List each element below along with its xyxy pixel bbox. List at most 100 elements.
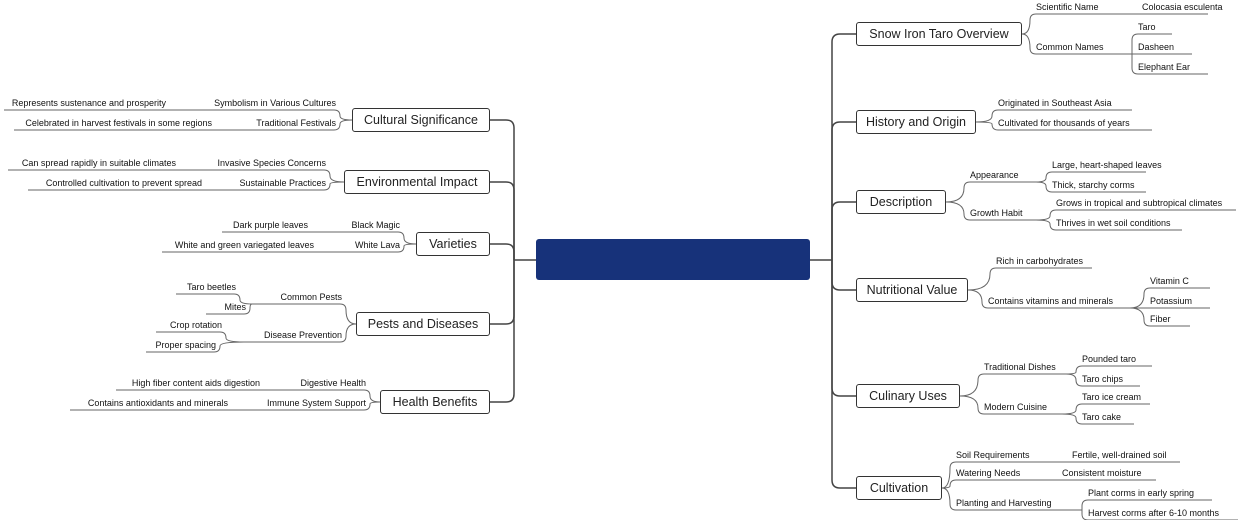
leaf-label[interactable]: Dark purple leaves (232, 220, 308, 230)
subtopic-line (975, 121, 1152, 131)
leaf-label[interactable]: Plant corms in early spring (1088, 488, 1195, 498)
leaf-label[interactable]: Thick, starchy corms (1052, 180, 1135, 190)
subtopic-label[interactable]: Symbolism in Various Cultures (214, 98, 336, 108)
subtopic-label[interactable]: Planting and Harvesting (956, 498, 1052, 508)
subtopic-label[interactable]: Sustainable Practices (239, 178, 326, 188)
subtopic-label[interactable]: Black Magic (351, 220, 400, 230)
subtopic-label[interactable]: Common Names (1036, 42, 1104, 52)
subtopic-label[interactable]: Soil Requirements (956, 450, 1030, 460)
leaf-label[interactable]: Celebrated in harvest festivals in some … (25, 118, 212, 128)
leaf-line (1061, 413, 1134, 425)
leaf-line (146, 341, 245, 353)
leaf-label[interactable]: Contains antioxidants and minerals (87, 398, 228, 408)
topic-left[interactable]: Cultural Significance (352, 108, 490, 132)
central-topic[interactable] (536, 239, 810, 280)
leaf-label[interactable]: Controlled cultivation to prevent spread (45, 178, 202, 188)
leaf-label[interactable]: Crop rotation (169, 320, 222, 330)
subtopic-line (200, 181, 345, 191)
leaf-label[interactable]: Thrives in wet soil conditions (1056, 218, 1171, 228)
topic-right[interactable]: Nutritional Value (856, 278, 968, 302)
leaf-line (1129, 287, 1210, 309)
topic-right[interactable]: Cultivation (856, 476, 942, 500)
leaf-label[interactable]: Proper spacing (155, 340, 216, 350)
subtopic-line (176, 119, 353, 131)
leaf-label[interactable]: White and green variegated leaves (174, 240, 314, 250)
leaf-line (176, 293, 253, 305)
leaf-label[interactable]: Dasheen (1138, 42, 1175, 52)
subtopic-line (959, 373, 1066, 397)
leaf-label[interactable]: Taro (1138, 22, 1156, 32)
leaf-label[interactable]: Fertile, well-drained soil (1072, 450, 1167, 460)
branch-line-left (490, 181, 515, 260)
leaf-line (1035, 171, 1146, 183)
topic-right[interactable]: Description (856, 190, 946, 214)
topic-left[interactable]: Pests and Diseases (356, 312, 490, 336)
subtopic-line (945, 201, 1036, 221)
leaf-label[interactable]: Harvest corms after 6-10 months (1088, 508, 1220, 518)
topic-left[interactable]: Health Benefits (380, 390, 490, 414)
leaf-label[interactable]: Taro beetles (186, 282, 236, 292)
leaf-line (156, 331, 245, 343)
topic-left[interactable]: Varieties (416, 232, 490, 256)
subtopic-label[interactable]: Disease Prevention (263, 330, 342, 340)
leaf-line (1065, 365, 1152, 375)
leaf-label[interactable]: Represents sustenance and prosperity (11, 98, 166, 108)
subtopic-line (316, 231, 417, 245)
subtopic-line (280, 389, 381, 403)
leaf-label[interactable]: Can spread rapidly in suitable climates (21, 158, 176, 168)
subtopic-label[interactable]: Immune System Support (266, 398, 366, 408)
subtopic-label[interactable]: White Lava (354, 240, 400, 250)
subtopic-label[interactable]: Originated in Southeast Asia (998, 98, 1112, 108)
subtopic-label[interactable]: Digestive Health (300, 378, 366, 388)
leaf-line (1035, 181, 1146, 193)
subtopic-label[interactable]: Rich in carbohydrates (996, 256, 1084, 266)
leaf-label[interactable]: Taro cake (1082, 412, 1122, 422)
subtopic-line (975, 109, 1132, 123)
leaf-label[interactable]: High fiber content aids digestion (131, 378, 260, 388)
leaf-label[interactable]: Consistent moisture (1062, 468, 1142, 478)
subtopic-label[interactable]: Common Pests (280, 292, 342, 302)
branch-line-right (831, 260, 856, 489)
branch-line-right (831, 260, 856, 291)
leaf-label[interactable]: Mites (224, 302, 246, 312)
leaf-label[interactable]: Large, heart-shaped leaves (1052, 160, 1162, 170)
subtopic-label[interactable]: Traditional Dishes (984, 362, 1056, 372)
topic-right[interactable]: Snow Iron Taro Overview (856, 22, 1022, 46)
subtopic-label[interactable]: Scientific Name (1036, 2, 1099, 12)
leaf-line (1065, 373, 1140, 387)
leaf-label[interactable]: Elephant Ear (1138, 62, 1191, 72)
subtopic-label[interactable]: Growth Habit (970, 208, 1023, 218)
leaf-label[interactable]: Colocasia esculenta (1142, 2, 1223, 12)
leaf-label[interactable]: Pounded taro (1082, 354, 1137, 364)
branch-line-left (490, 260, 515, 403)
subtopic-label[interactable]: Modern Cuisine (984, 402, 1048, 412)
subtopic-line (244, 323, 357, 343)
topic-left[interactable]: Environmental Impact (344, 170, 490, 194)
subtopic-line (941, 479, 1056, 489)
leaf-label[interactable]: Vitamin C (1150, 276, 1189, 286)
subtopic-line (176, 109, 353, 121)
subtopic-label[interactable]: Appearance (970, 170, 1019, 180)
branch-line-left (490, 260, 515, 325)
subtopic-label[interactable]: Watering Needs (956, 468, 1021, 478)
branch-line-left (490, 243, 515, 260)
subtopic-label[interactable]: Cultivated for thousands of years (998, 118, 1130, 128)
leaf-label[interactable]: Potassium (1150, 296, 1193, 306)
leaf-label[interactable]: Grows in tropical and subtropical climat… (1056, 198, 1223, 208)
leaf-line (1081, 499, 1212, 511)
topic-right[interactable]: History and Origin (856, 110, 976, 134)
subtopic-line (941, 461, 1056, 489)
leaf-label[interactable]: Taro chips (1082, 374, 1124, 384)
leaf-line (1131, 53, 1208, 75)
subtopic-label[interactable]: Invasive Species Concerns (217, 158, 326, 168)
subtopic-label[interactable]: Contains vitamins and minerals (988, 296, 1114, 306)
topic-right[interactable]: Culinary Uses (856, 384, 960, 408)
leaf-label[interactable]: Taro ice cream (1082, 392, 1142, 402)
leaf-label[interactable]: Fiber (1150, 314, 1171, 324)
leaf-line (1035, 219, 1182, 231)
subtopic-label[interactable]: Traditional Festivals (256, 118, 336, 128)
subtopic-line (967, 289, 1130, 309)
subtopic-line (316, 243, 417, 253)
